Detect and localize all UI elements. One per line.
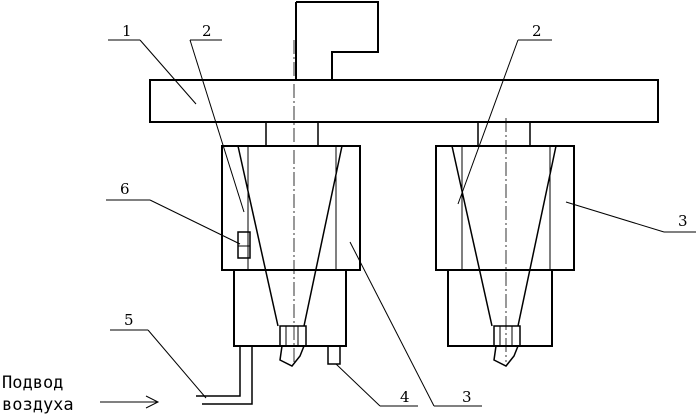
leader-1 bbox=[139, 39, 197, 105]
air-pipe-5 bbox=[196, 346, 253, 405]
left-spindle-neck bbox=[265, 121, 319, 147]
label-4: 4 bbox=[400, 388, 410, 406]
label-2a: 2 bbox=[202, 22, 212, 40]
right-nozzle-tip bbox=[493, 345, 519, 367]
top-bracket bbox=[295, 1, 379, 80]
leader-5 bbox=[147, 329, 207, 399]
leader-3a bbox=[565, 201, 665, 233]
left-nozzle bbox=[279, 325, 307, 347]
right-cone-2 bbox=[451, 145, 557, 327]
label-5: 5 bbox=[124, 311, 134, 329]
element-4 bbox=[327, 345, 341, 365]
left-lower-body bbox=[233, 269, 347, 347]
label-3a: 3 bbox=[678, 212, 688, 230]
right-nozzle bbox=[493, 325, 521, 347]
air-supply-line2: воздуха bbox=[2, 395, 74, 415]
air-arrow-head bbox=[145, 395, 160, 409]
label-6: 6 bbox=[120, 180, 130, 198]
leader-6 bbox=[149, 199, 241, 245]
right-spindle-neck bbox=[477, 121, 531, 147]
left-cone-2 bbox=[237, 145, 343, 327]
plate-1 bbox=[149, 79, 659, 123]
leader-2a bbox=[189, 39, 245, 213]
leader-2b bbox=[457, 39, 519, 205]
leader-3b bbox=[349, 241, 435, 407]
left-nozzle-tip bbox=[279, 345, 305, 367]
label-3b: 3 bbox=[462, 388, 472, 406]
label-2b: 2 bbox=[532, 22, 542, 40]
element-6 bbox=[237, 231, 251, 259]
air-supply-line1: Подвод bbox=[2, 373, 63, 393]
label-1: 1 bbox=[122, 22, 132, 40]
leader-4 bbox=[335, 363, 381, 407]
